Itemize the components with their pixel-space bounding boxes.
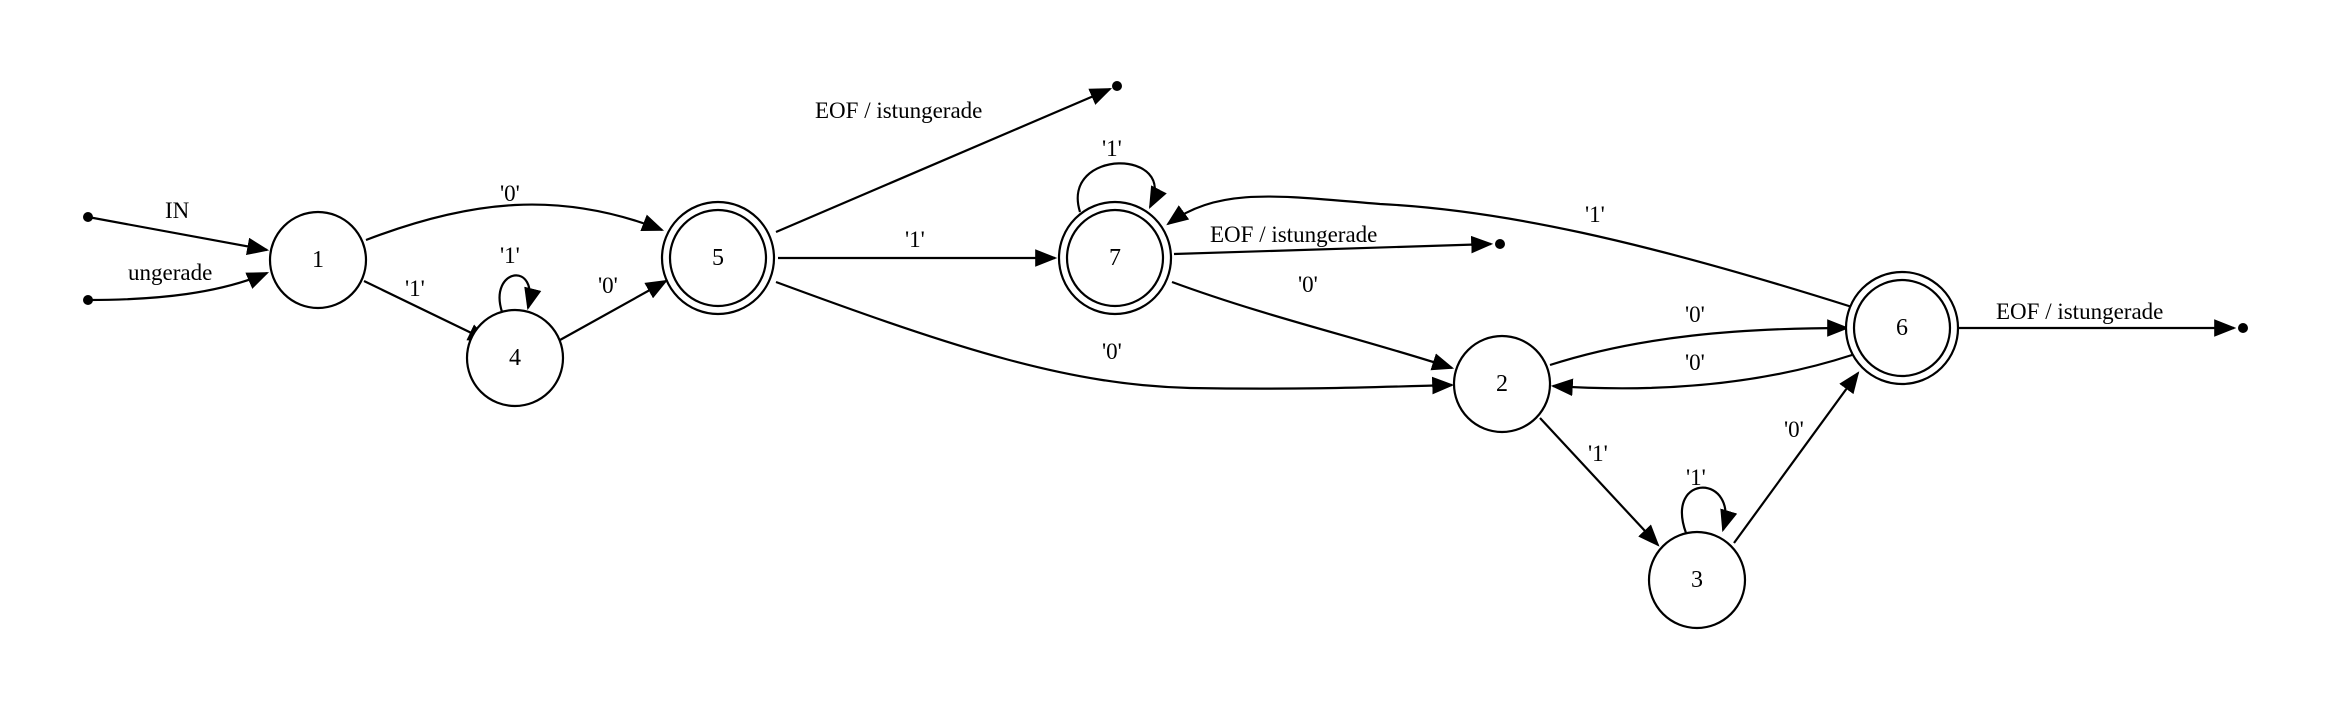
edge-ungerade: ungerade (83, 260, 270, 305)
state-node-7-label: 7 (1109, 245, 1121, 271)
state-node-5: 5 (660, 200, 776, 316)
state-node-5-outer (660, 200, 776, 316)
edge-2-to-6-line (1549, 319, 1850, 367)
edge-in-line (87, 215, 270, 256)
edge-3-to-6: '0' (1733, 371, 1860, 544)
state-node-3: 3 (1647, 530, 1747, 630)
edge-6-to-7-line (1166, 195, 1853, 309)
edges: IN ungerade '0' '1' '1' '0' (83, 81, 2248, 547)
edge-7-to-2: '0' (1171, 272, 1455, 371)
state-node-2-label: 2 (1496, 371, 1508, 397)
state-node-1: 1 (268, 210, 368, 310)
edge-4-loop: '1' (498, 243, 542, 313)
edge-2-to-3-label: '1' (1588, 441, 1608, 466)
state-node-6-label: 6 (1896, 315, 1908, 341)
edge-5-to-2-label: '0' (1102, 339, 1122, 364)
edge-3-to-6-label: '0' (1784, 417, 1804, 442)
state-node-5-label: 5 (712, 245, 724, 271)
edge-6-eof: EOF / istungerade (1958, 299, 2248, 337)
edge-4-to-5-label: '0' (598, 273, 618, 298)
state-node-4: 4 (465, 308, 565, 408)
state-node-3-circle (1647, 530, 1747, 630)
edge-7-loop: '1' (1076, 136, 1167, 213)
edge-7-loop-line (1076, 162, 1167, 213)
edge-6-eof-label: EOF / istungerade (1996, 299, 2163, 324)
edge-in-label: IN (165, 198, 190, 223)
edge-5-eof-line (775, 87, 1113, 234)
edge-3-loop-label: '1' (1686, 465, 1706, 490)
edge-1-to-4: '1' (363, 276, 490, 342)
edge-7-eof-line (1173, 235, 1494, 256)
edge-3-loop: '1' (1680, 465, 1738, 534)
edge-1-to-4-line (363, 280, 490, 342)
edge-2-to-3-line (1539, 417, 1660, 547)
edge-in: IN (83, 198, 270, 256)
state-node-4-label: 4 (509, 345, 521, 371)
edge-6-to-2-line (1550, 353, 1853, 397)
edge-ungerade-line (87, 271, 270, 302)
end-dot-7 (1495, 239, 1505, 249)
edge-4-to-5-line (559, 279, 668, 341)
edge-2-to-6-label: '0' (1685, 302, 1705, 327)
edge-4-loop-line (498, 274, 542, 313)
edge-6-to-7: '1' (1166, 195, 1853, 309)
edge-3-loop-line (1680, 486, 1738, 534)
nodes: 1 4 5 7 2 6 3 (268, 200, 1960, 630)
state-node-7-outer (1057, 200, 1173, 316)
edge-5-to-2: '0' (775, 280, 1455, 395)
edge-6-to-7-label: '1' (1585, 202, 1605, 227)
state-node-1-label: 1 (312, 247, 324, 273)
state-node-4-circle (465, 308, 565, 408)
edge-1-to-5-line (365, 203, 665, 242)
edge-1-to-5-label: '0' (500, 181, 520, 206)
edge-2-to-6: '0' (1549, 302, 1850, 367)
edge-4-loop-label: '1' (500, 243, 520, 268)
edge-6-to-2: '0' (1550, 350, 1853, 397)
edge-1-to-4-label: '1' (405, 276, 425, 301)
state-node-1-circle (268, 210, 368, 310)
edge-5-eof: EOF / istungerade (775, 81, 1122, 234)
edge-7-eof-label: EOF / istungerade (1210, 222, 1377, 247)
edge-5-to-2-line (775, 280, 1455, 395)
end-dot-6 (2238, 323, 2248, 333)
end-dot-5 (1112, 81, 1122, 91)
edge-5-to-7-label: '1' (905, 227, 925, 252)
edge-7-loop-label: '1' (1102, 136, 1122, 161)
edge-2-to-3: '1' (1539, 417, 1660, 547)
edge-7-to-2-line (1171, 280, 1455, 371)
edge-7-eof: EOF / istungerade (1173, 222, 1505, 256)
edge-ungerade-label: ungerade (128, 260, 212, 285)
state-node-6: 6 (1844, 270, 1960, 386)
edge-3-to-6-line (1733, 371, 1860, 544)
edge-5-eof-label: EOF / istungerade (815, 98, 982, 123)
state-node-7: 7 (1057, 200, 1173, 316)
edge-4-to-5: '0' (559, 273, 668, 341)
state-node-2-circle (1452, 334, 1552, 434)
edge-6-to-2-label: '0' (1685, 350, 1705, 375)
edge-1-to-5: '0' (365, 181, 665, 242)
edge-5-to-7: '1' (778, 227, 1058, 267)
state-node-3-label: 3 (1691, 567, 1703, 593)
state-node-2: 2 (1452, 334, 1552, 434)
edge-7-to-2-label: '0' (1298, 272, 1318, 297)
state-node-6-outer (1844, 270, 1960, 386)
state-node-7-inner (1065, 208, 1165, 308)
state-node-5-inner (668, 208, 768, 308)
state-node-6-inner (1852, 278, 1952, 378)
